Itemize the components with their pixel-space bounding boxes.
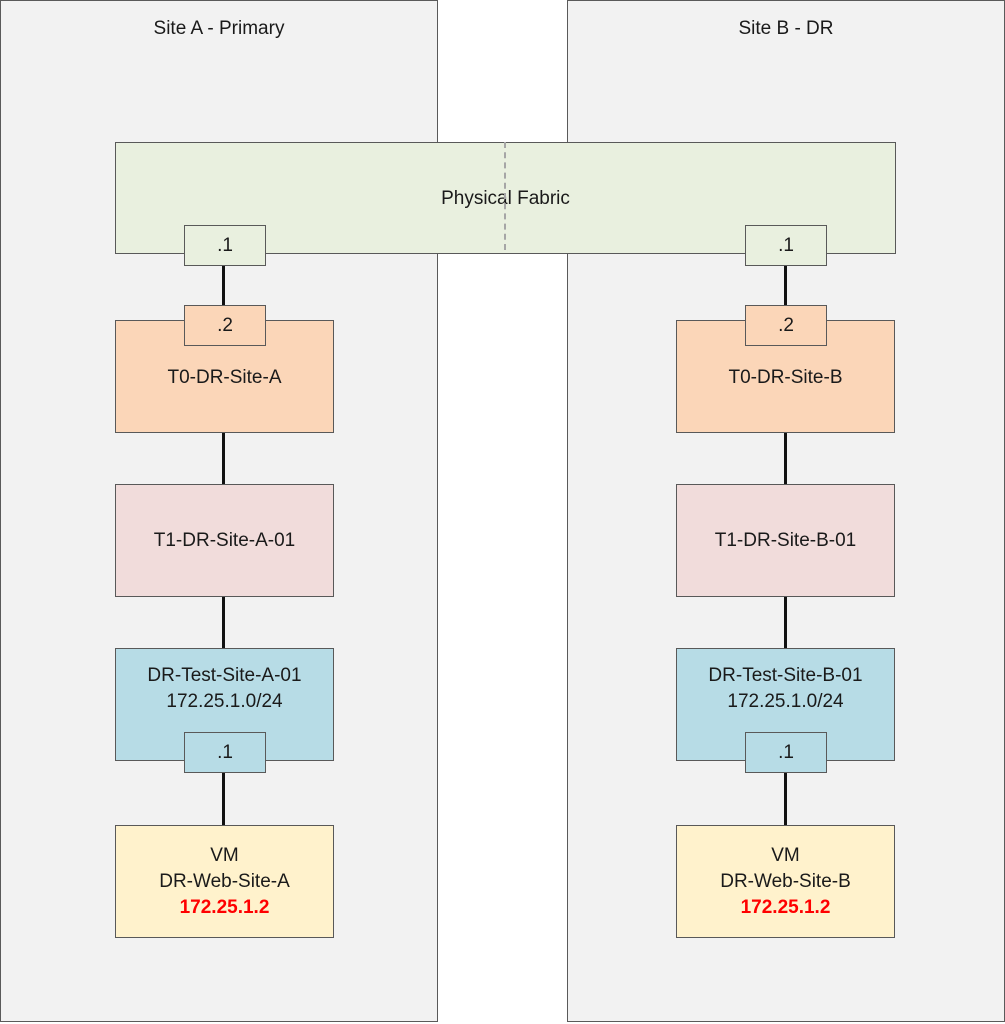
link-fabric-t0-a [222,265,225,321]
t1-router-a: T1-DR-Site-A-01 [115,484,334,597]
segment-b-subnet: 172.25.1.0/24 [727,691,844,712]
link-segment-vm-a [222,773,225,826]
t0-router-b-label: T0-DR-Site-B [728,366,843,388]
t1-router-b-label: T1-DR-Site-B-01 [714,529,857,551]
vm-a: VM DR-Web-Site-A 172.25.1.2 [115,825,334,938]
t0-port-a: .2 [184,305,266,346]
t0-router-a-label: T0-DR-Site-A [167,366,282,388]
fabric-port-a: .1 [184,225,266,266]
link-fabric-t0-b [784,265,787,321]
fabric-site-divider [504,142,506,250]
t1-router-a-label: T1-DR-Site-A-01 [153,529,296,551]
segment-port-b: .1 [745,732,827,773]
vm-a-ip: 172.25.1.2 [179,896,270,918]
segment-a-subnet: 172.25.1.0/24 [166,691,283,712]
link-t0-t1-b [784,432,787,485]
site-a-title: Site A - Primary [153,18,285,39]
segment-b-name: DR-Test-Site-B-01 [708,665,863,686]
link-t0-t1-a [222,432,225,485]
vm-a-name: DR-Web-Site-A [159,870,290,892]
segment-a-name: DR-Test-Site-A-01 [147,665,302,686]
vm-b: VM DR-Web-Site-B 172.25.1.2 [676,825,895,938]
vm-a-label: VM [210,844,239,866]
segment-port-a: .1 [184,732,266,773]
t0-port-b: .2 [745,305,827,346]
t1-router-b: T1-DR-Site-B-01 [676,484,895,597]
vm-b-name: DR-Web-Site-B [720,870,851,892]
vm-b-ip: 172.25.1.2 [740,896,831,918]
vm-b-label: VM [771,844,800,866]
link-t1-segment-b [784,596,787,649]
fabric-port-b: .1 [745,225,827,266]
site-b-title: Site B - DR [738,18,834,39]
link-t1-segment-a [222,596,225,649]
link-segment-vm-b [784,773,787,826]
